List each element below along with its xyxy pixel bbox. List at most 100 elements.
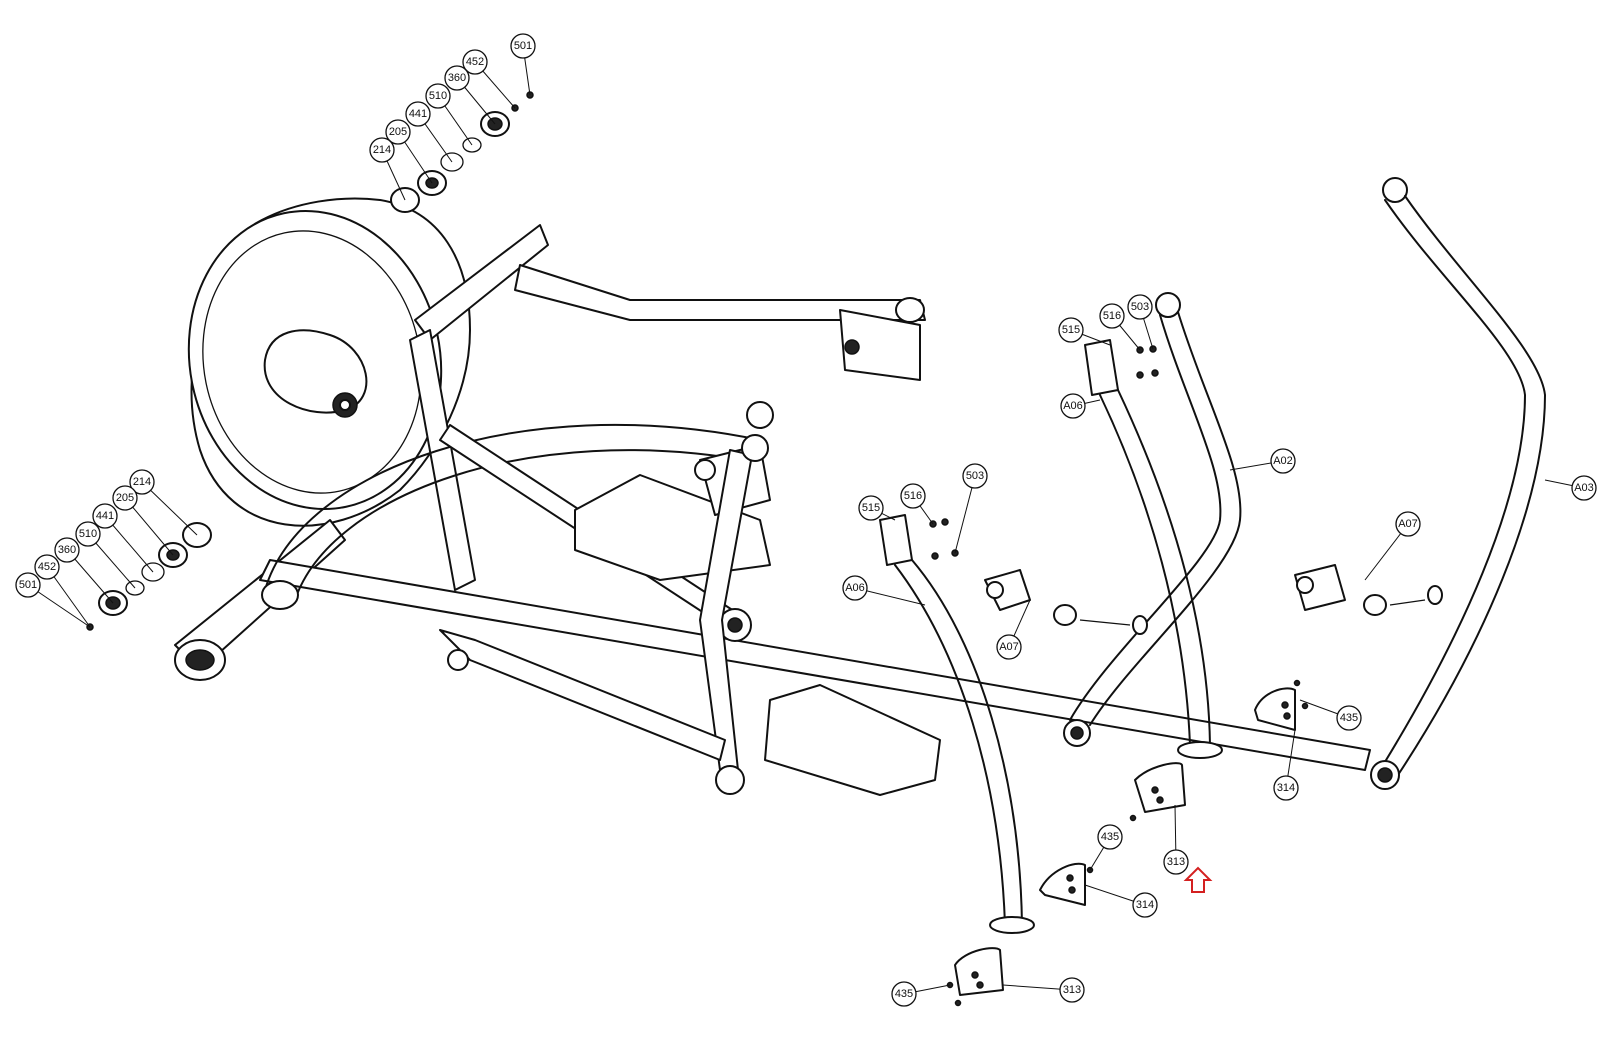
- callout-bubble: [444, 65, 470, 91]
- callout-label: 452: [38, 561, 56, 573]
- part-callout: 313: [1163, 849, 1189, 875]
- part-callout: 205: [385, 119, 411, 145]
- callout-bubble: [425, 83, 451, 109]
- callout-label: 452: [466, 56, 484, 68]
- callout-label: 214: [133, 476, 151, 488]
- callout-label: 510: [429, 90, 447, 102]
- callout-label: 510: [79, 528, 97, 540]
- callout-label: A07: [1398, 518, 1418, 530]
- callout-label: 313: [1063, 984, 1081, 996]
- callout-label: 501: [514, 40, 532, 52]
- part-callout: 214: [369, 137, 395, 163]
- callout-bubble: [891, 981, 917, 1007]
- callout-label: 360: [448, 72, 466, 84]
- callout-bubble: [858, 495, 884, 521]
- bracket-a07-rear: [1294, 564, 1443, 616]
- foot-cover-314-front: [1039, 862, 1086, 906]
- callout-bubble: [1270, 448, 1296, 474]
- callout-bubble: [75, 521, 101, 547]
- callout-bubble: [462, 49, 488, 75]
- leader-line: [954, 475, 976, 554]
- callout-label: 501: [19, 579, 37, 591]
- part-callout: A07: [1395, 511, 1421, 537]
- callout-bubble: [1336, 705, 1362, 731]
- upright-a06-front: [879, 514, 1035, 934]
- screws: [929, 345, 1309, 1007]
- callout-label: 441: [96, 510, 114, 522]
- callout-bubble: [1132, 892, 1158, 918]
- callout-bubble: [1571, 475, 1597, 501]
- callout-label: A06: [1063, 400, 1083, 412]
- callout-label: 205: [116, 492, 134, 504]
- callout-bubble: [92, 503, 118, 529]
- callout-label: 214: [373, 144, 391, 156]
- callout-bubble: [369, 137, 395, 163]
- leader-lines: [27, 45, 1585, 995]
- part-callout: 501: [510, 33, 536, 59]
- callout-bubble: [1097, 824, 1123, 850]
- part-callout: 360: [54, 537, 80, 563]
- callout-label: 314: [1136, 899, 1154, 911]
- main-frame: [174, 224, 1371, 771]
- part-callout: 435: [891, 981, 917, 1007]
- part-callout: 313: [1059, 977, 1085, 1003]
- callout-bubble: [1395, 511, 1421, 537]
- part-callout: 214: [129, 469, 155, 495]
- pedal-assembly: [439, 401, 941, 796]
- callout-bubble: [385, 119, 411, 145]
- part-callout: 516: [900, 483, 926, 509]
- callout-label: 314: [1277, 782, 1295, 794]
- callout-label: 435: [1101, 831, 1119, 843]
- part-callout: 510: [75, 521, 101, 547]
- part-callout: 435: [1336, 705, 1362, 731]
- callout-bubble: [510, 33, 536, 59]
- callout-bubble: [1059, 977, 1085, 1003]
- callout-bubble: [112, 485, 138, 511]
- callout-bubble: [1273, 775, 1299, 801]
- flywheel-housing: [187, 197, 471, 527]
- part-callout: 515: [858, 495, 884, 521]
- callout-label: A02: [1273, 455, 1293, 467]
- part-callout: 452: [462, 49, 488, 75]
- callout-bubble: [900, 483, 926, 509]
- part-callout: A07: [996, 634, 1022, 660]
- callout-bubble: [842, 575, 868, 601]
- part-callout: 441: [92, 503, 118, 529]
- foot-cover-313-upper: [1134, 762, 1186, 813]
- callout-bubble: [1163, 849, 1189, 875]
- callout-label: 313: [1167, 856, 1185, 868]
- callout-label: 503: [966, 470, 984, 482]
- part-callout: A03: [1571, 475, 1597, 501]
- callout-bubble: [15, 572, 41, 598]
- callout-label: 503: [1131, 301, 1149, 313]
- up-arrow-icon: [1183, 866, 1213, 893]
- part-callout: 503: [1127, 294, 1153, 320]
- bearing-stack-lower: [86, 522, 212, 631]
- bracket-a07-front: [984, 569, 1148, 635]
- leader-line: [141, 481, 198, 536]
- part-callout: 435: [1097, 824, 1123, 850]
- callout-bubble: [54, 537, 80, 563]
- callout-label: 515: [862, 502, 880, 514]
- callout-label: 205: [389, 126, 407, 138]
- callout-bubble: [34, 554, 60, 580]
- callout-label: A06: [845, 582, 865, 594]
- part-callout: 516: [1099, 303, 1125, 329]
- callout-label: 441: [409, 108, 427, 120]
- foot-cover-313-lower: [954, 947, 1004, 996]
- part-callout: 501: [15, 572, 41, 598]
- part-callout: A06: [842, 575, 868, 601]
- part-callout: 452: [34, 554, 60, 580]
- part-callout: 515: [1058, 317, 1084, 343]
- callout-bubble: [1099, 303, 1125, 329]
- callout-bubble: [129, 469, 155, 495]
- callout-bubble: [405, 101, 431, 127]
- part-callout: A06: [1060, 393, 1086, 419]
- callout-label: A03: [1574, 482, 1594, 494]
- callout-bubble: [1060, 393, 1086, 419]
- part-callout: 314: [1273, 775, 1299, 801]
- part-callout: A02: [1270, 448, 1296, 474]
- part-callout: 503: [962, 463, 988, 489]
- callout-label: 435: [895, 988, 913, 1000]
